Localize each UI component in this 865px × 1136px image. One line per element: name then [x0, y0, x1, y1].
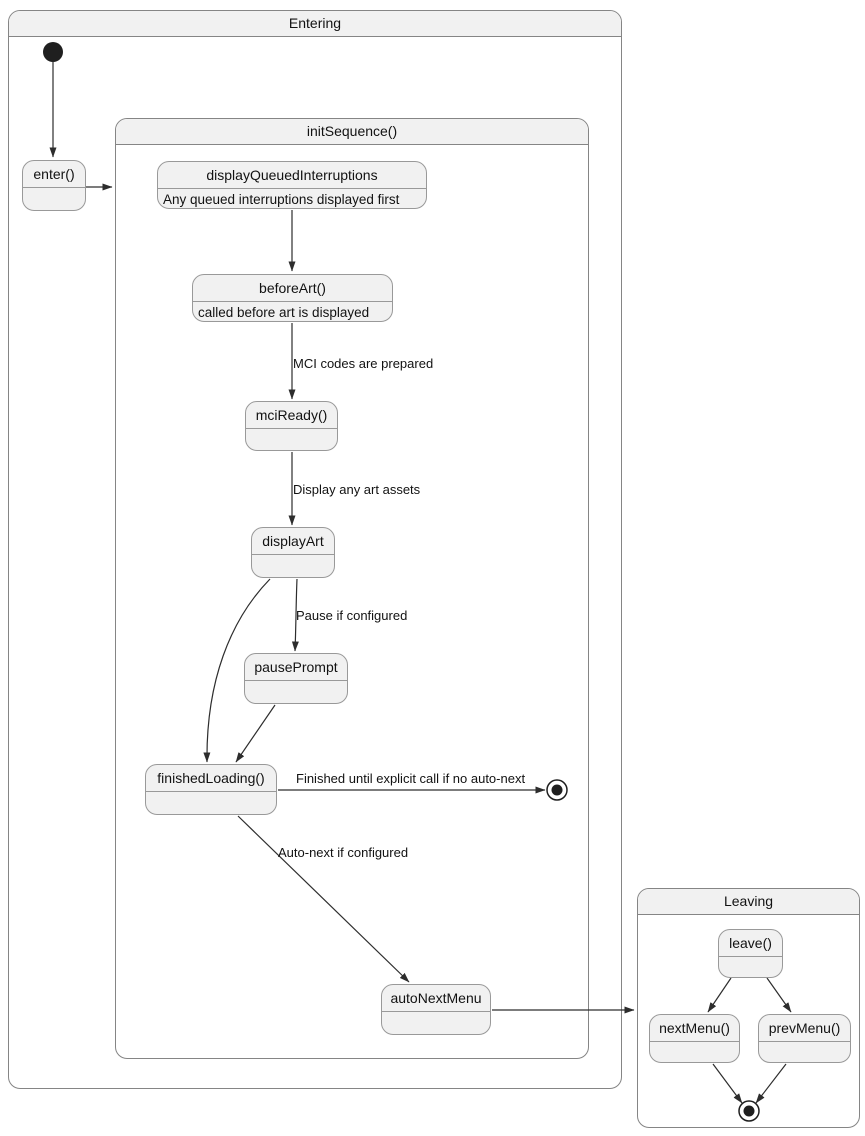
state-next-menu-label: nextMenu() [650, 1015, 739, 1042]
container-entering-title: Entering [9, 11, 621, 37]
container-leaving-title: Leaving [638, 889, 859, 915]
state-prev-menu: prevMenu() [758, 1014, 851, 1063]
edge-label-finished-no-autonext: Finished until explicit call if no auto-… [296, 771, 526, 786]
state-before-art: beforeArt() called before art is display… [192, 274, 393, 322]
state-next-menu: nextMenu() [649, 1014, 740, 1063]
state-leave: leave() [718, 929, 783, 978]
state-display-queued-interruptions-description: Any queued interruptions displayed first [163, 192, 400, 207]
edge-label-auto-next-if-configured: Auto-next if configured [278, 845, 409, 860]
container-init-sequence: initSequence() [115, 118, 589, 1059]
edge-label-pause-if-configured: Pause if configured [296, 608, 408, 623]
edge-label-display-art-assets: Display any art assets [293, 482, 421, 497]
state-display-queued-interruptions-label: displayQueuedInterruptions [158, 162, 426, 189]
state-enter: enter() [22, 160, 86, 211]
state-pause-prompt: pausePrompt [244, 653, 348, 704]
state-mci-ready: mciReady() [245, 401, 338, 451]
state-prev-menu-label: prevMenu() [759, 1015, 850, 1042]
state-leave-label: leave() [719, 930, 782, 957]
container-leaving: Leaving [637, 888, 860, 1128]
state-display-art: displayArt [251, 527, 335, 578]
state-auto-next-menu-label: autoNextMenu [382, 985, 490, 1012]
edge-label-mci-codes-prepared: MCI codes are prepared [293, 356, 434, 371]
state-finished-loading: finishedLoading() [145, 764, 277, 815]
state-enter-label: enter() [23, 161, 85, 188]
state-auto-next-menu: autoNextMenu [381, 984, 491, 1035]
state-display-queued-interruptions: displayQueuedInterruptions Any queued in… [157, 161, 427, 209]
state-pause-prompt-label: pausePrompt [245, 654, 347, 681]
state-display-art-label: displayArt [252, 528, 334, 555]
container-init-sequence-title: initSequence() [116, 119, 588, 145]
state-mci-ready-label: mciReady() [246, 402, 337, 429]
state-before-art-label: beforeArt() [193, 275, 392, 302]
state-finished-loading-label: finishedLoading() [146, 765, 276, 792]
state-before-art-description: called before art is displayed [198, 305, 370, 320]
